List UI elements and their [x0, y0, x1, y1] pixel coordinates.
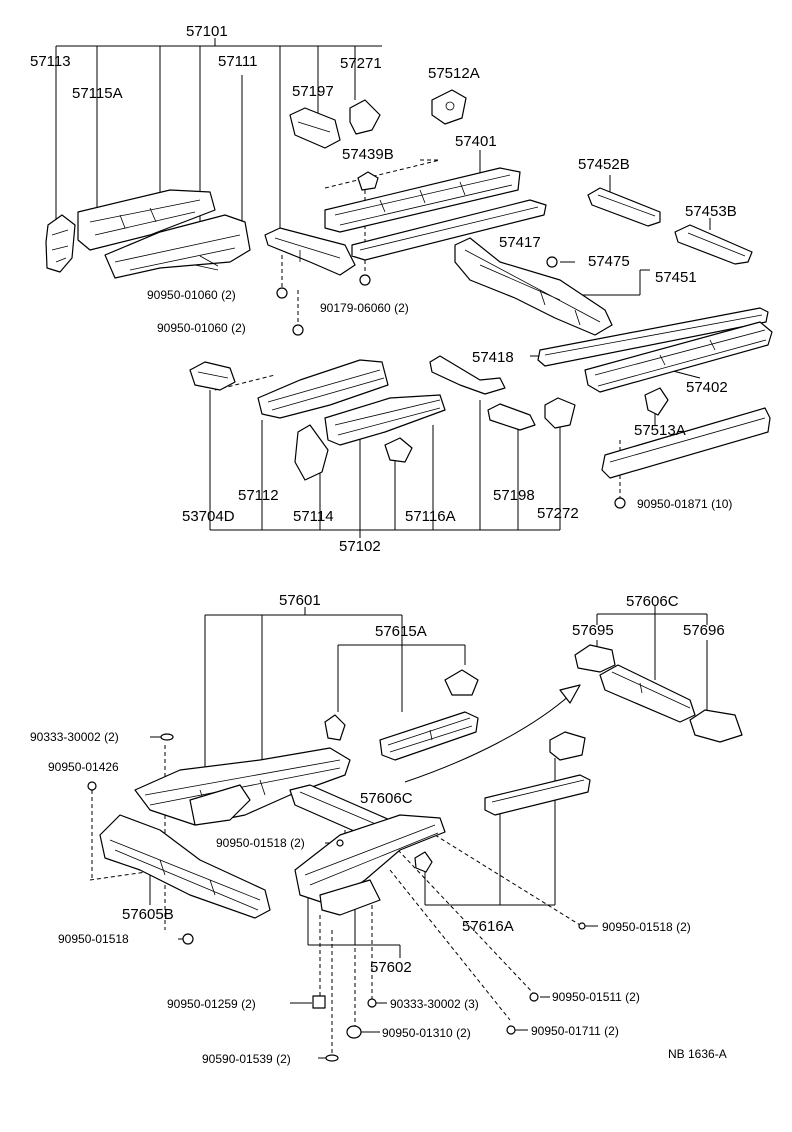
- part-57615A: [379, 711, 479, 761]
- label-57452B: 57452B: [578, 156, 630, 173]
- part-57452B: [587, 187, 661, 227]
- label-57605B: 57605B: [122, 906, 174, 923]
- part-57197: [289, 107, 341, 149]
- label-57101: 57101: [186, 23, 228, 40]
- label-57616A: 57616A: [462, 918, 514, 935]
- label-57513A: 57513A: [634, 422, 686, 439]
- label-57418: 57418: [472, 349, 514, 366]
- label-90950-01871: 90950-01871 (10): [637, 497, 732, 511]
- label-90950-01259: 90950-01259 (2): [167, 997, 256, 1011]
- part-57601: [134, 747, 351, 826]
- label-57115A: 57115A: [72, 85, 123, 102]
- label-57271: 57271: [340, 55, 382, 72]
- label-57602: 57602: [370, 959, 412, 976]
- label-57401: 57401: [455, 133, 497, 150]
- leader-lines-top: [55, 38, 711, 538]
- part-57453B: [674, 224, 753, 265]
- label-90950-01511: 90950-01511 (2): [552, 990, 640, 1004]
- part-57606C: [599, 664, 696, 723]
- label-90179-06060: 90179-06060 (2): [320, 301, 409, 315]
- label-57112: 57112: [238, 487, 279, 504]
- label-57272: 57272: [537, 505, 579, 522]
- label-57439B: 57439B: [342, 146, 394, 163]
- label-90950-01518-c: 90950-01518 (2): [602, 920, 691, 934]
- part-57513A: [644, 387, 669, 416]
- part-57116A: [324, 394, 446, 446]
- label-90333-30002-b: 90333-30002 (3): [390, 997, 479, 1011]
- part-57418: [429, 355, 506, 395]
- label-57606C-top: 57606C: [626, 593, 679, 610]
- part-53704D: [189, 361, 236, 391]
- part-57111: [104, 214, 251, 279]
- label-57695: 57695: [572, 622, 614, 639]
- leader-lines-bottom: [89, 606, 708, 1059]
- part-57402: [537, 307, 769, 367]
- label-57116A: 57116A: [405, 508, 456, 525]
- top-parts: [45, 89, 773, 509]
- label-57601: 57601: [279, 592, 321, 609]
- part-57696: [689, 709, 743, 743]
- label-90950-01060-b: 90950-01060 (2): [157, 321, 246, 335]
- label-57453B: 57453B: [685, 203, 737, 220]
- part-57272: [544, 397, 576, 429]
- part-57271: [349, 99, 381, 135]
- label-57113: 57113: [30, 53, 71, 70]
- label-90950-01060-a: 90950-01060 (2): [147, 288, 236, 302]
- part-57112: [257, 359, 389, 419]
- label-90590-01539: 90590-01539 (2): [202, 1052, 291, 1066]
- label-57197: 57197: [292, 83, 334, 100]
- direction-arrow: [404, 694, 571, 783]
- label-57475: 57475: [588, 253, 630, 270]
- part-57616A: [484, 774, 591, 816]
- label-57402: 57402: [686, 379, 728, 396]
- label-57198: 57198: [493, 487, 535, 504]
- label-57111: 57111: [218, 53, 258, 70]
- diagram-id: NB 1636-A: [668, 1047, 727, 1061]
- label-90950-01518-a: 90950-01518 (2): [216, 836, 305, 850]
- part-57602: [294, 814, 446, 906]
- label-57114: 57114: [293, 508, 334, 525]
- label-57606C-mid: 57606C: [360, 790, 413, 807]
- label-57615A: 57615A: [375, 623, 427, 640]
- part-57113: [45, 214, 76, 273]
- label-57696: 57696: [683, 622, 725, 639]
- label-90950-01711: 90950-01711 (2): [531, 1024, 619, 1038]
- label-57102: 57102: [339, 538, 381, 555]
- part-57512A: [431, 89, 467, 125]
- part-57605B: [99, 814, 271, 919]
- label-90950-01518-b: 90950-01518: [58, 932, 129, 946]
- label-90950-01426: 90950-01426: [48, 760, 119, 774]
- part-57417: [351, 199, 547, 261]
- label-90333-30002-a: 90333-30002 (2): [30, 730, 119, 744]
- label-53704D: 53704D: [182, 508, 235, 525]
- label-57512A: 57512A: [428, 65, 480, 82]
- part-57114: [294, 424, 329, 481]
- label-57451: 57451: [655, 269, 697, 286]
- part-57695: [574, 644, 616, 673]
- label-90950-01310: 90950-01310 (2): [382, 1026, 471, 1040]
- label-57417: 57417: [499, 234, 541, 251]
- part-labels: 57101 57113 57115A 57111 57197 57271 575…: [30, 23, 737, 1066]
- part-57115A: [77, 189, 216, 251]
- bottom-parts: [87, 644, 743, 1062]
- part-57198: [487, 403, 536, 431]
